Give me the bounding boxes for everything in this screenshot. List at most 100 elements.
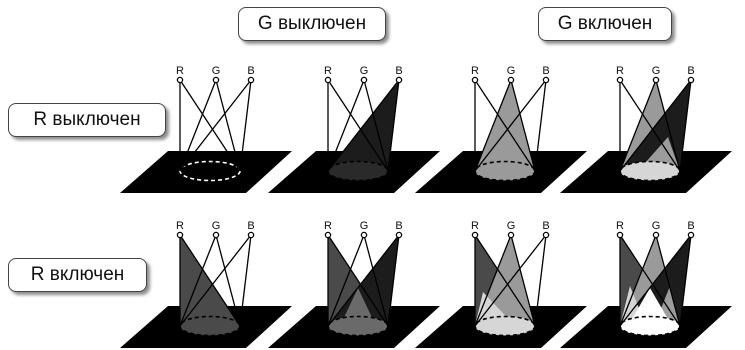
light-spot [179,315,241,337]
beam-edge-g [474,234,512,327]
light-spot [474,160,536,182]
beam-edge-b [679,79,692,172]
source-node [324,231,332,239]
source-label: R [176,65,184,77]
beam-edge-g [179,79,217,172]
beam-edge-g [655,79,681,172]
light-spot [619,315,681,337]
source-label: R [324,65,332,77]
beam-edge-r [179,234,241,327]
source-node [652,76,660,84]
source-node [687,231,695,239]
beam-edge-g [363,234,389,327]
light-spot [327,315,389,337]
source-label: G [212,220,221,232]
beam-edge-r [619,234,681,327]
beam-edge-r [474,234,536,327]
source-node [687,76,695,84]
beam-edge-g [510,234,536,327]
beam-edge-b [534,234,547,327]
header-g-on: G включен [538,7,672,41]
beam-edge-r [474,79,536,172]
beam-edge-b [619,234,692,327]
source-label: G [212,65,221,77]
beam-edge-b [179,79,252,172]
beam-edge-g [655,234,681,327]
source-label: B [687,220,694,232]
beam-edge-g [619,79,657,172]
beam-edge-g [474,79,512,172]
source-node [395,231,403,239]
source-node [471,231,479,239]
beam-edge-r [327,79,389,172]
beam-edge-g [327,79,365,172]
source-label: B [395,220,402,232]
source-label: G [652,220,661,232]
source-label: G [360,65,369,77]
source-label: G [360,220,369,232]
source-node [395,76,403,84]
source-node [247,76,255,84]
light-spot [179,160,241,182]
beam-edge-b [679,234,692,327]
beam-edge-r [327,234,389,327]
beam-edge-r [619,79,681,172]
source-node [507,231,515,239]
source-label: G [507,220,516,232]
light-spot [327,160,389,182]
beam-edge-g [363,79,389,172]
beam-edge-b [327,234,400,327]
source-label: B [247,65,254,77]
light-spot [474,315,536,337]
source-label: G [652,65,661,77]
beam-edge-g [215,234,241,327]
source-label: G [507,65,516,77]
source-node [471,76,479,84]
source-node [360,76,368,84]
source-node [616,231,624,239]
source-label: R [616,65,624,77]
source-label: R [471,220,479,232]
source-label: B [395,65,402,77]
source-node [542,76,550,84]
beam-edge-g [327,234,365,327]
beam-edge-b [239,234,252,327]
source-node [176,76,184,84]
beam-edge-b [239,79,252,172]
source-node [652,231,660,239]
beam-edge-b [534,79,547,172]
row-label-r-on: R включен [8,258,147,292]
source-node [247,231,255,239]
beam-edge-g [215,79,241,172]
beam-edge-b [474,79,547,172]
source-label: R [471,65,479,77]
source-node [616,76,624,84]
source-node [212,231,220,239]
source-node [324,76,332,84]
row-label-r-off: R выключен [8,103,166,137]
header-g-off: G выключен [238,7,386,41]
source-label: R [324,220,332,232]
source-label: B [687,65,694,77]
source-node [176,231,184,239]
source-label: R [616,220,624,232]
beam-edge-b [387,234,400,327]
source-node [360,231,368,239]
beam-edge-b [387,79,400,172]
beam-edge-g [179,234,217,327]
source-label: R [176,220,184,232]
beam-edge-r [179,79,241,172]
source-node [542,231,550,239]
beam-edge-g [619,234,657,327]
source-label: B [542,220,549,232]
beam-edge-b [327,79,400,172]
